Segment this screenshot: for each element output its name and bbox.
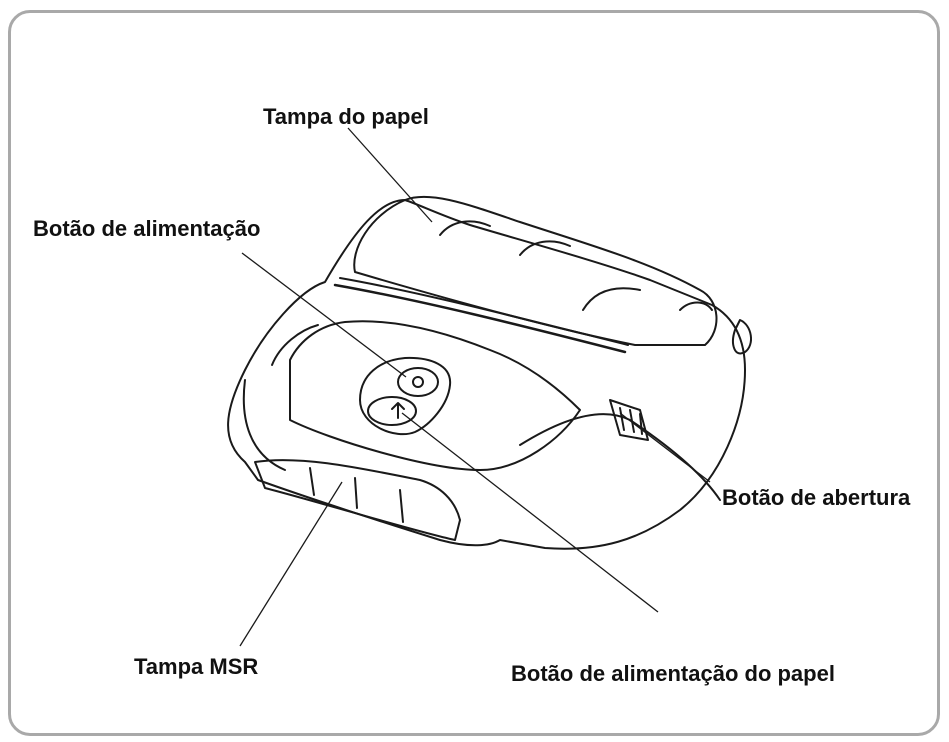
label-open-button: Botão de abertura (722, 485, 911, 510)
label-msr-cover: Tampa MSR (134, 654, 259, 679)
paper-slot (333, 283, 627, 354)
power-icon (412, 376, 424, 388)
leader-paper-feed-button (401, 412, 659, 613)
label-power-button: Botão de alimentação (33, 216, 261, 241)
leader-paper-cover (347, 127, 433, 223)
label-paper-cover: Tampa do papel (263, 104, 429, 129)
msr-cover (254, 459, 461, 541)
diagram-frame (8, 10, 940, 736)
label-paper-feed-button: Botão de alimentação do papel (511, 661, 835, 686)
leader-power-button (241, 252, 407, 378)
leader-msr-cover (239, 481, 343, 647)
feed-arrow-icon (391, 402, 405, 419)
leader-open-button (619, 412, 711, 483)
open-button (609, 399, 649, 441)
paper-feed-button (367, 396, 417, 426)
paper-cover (353, 195, 718, 346)
printer-body (227, 199, 746, 550)
front-panel (289, 320, 581, 471)
power-button (397, 367, 439, 397)
button-pod (359, 356, 452, 436)
